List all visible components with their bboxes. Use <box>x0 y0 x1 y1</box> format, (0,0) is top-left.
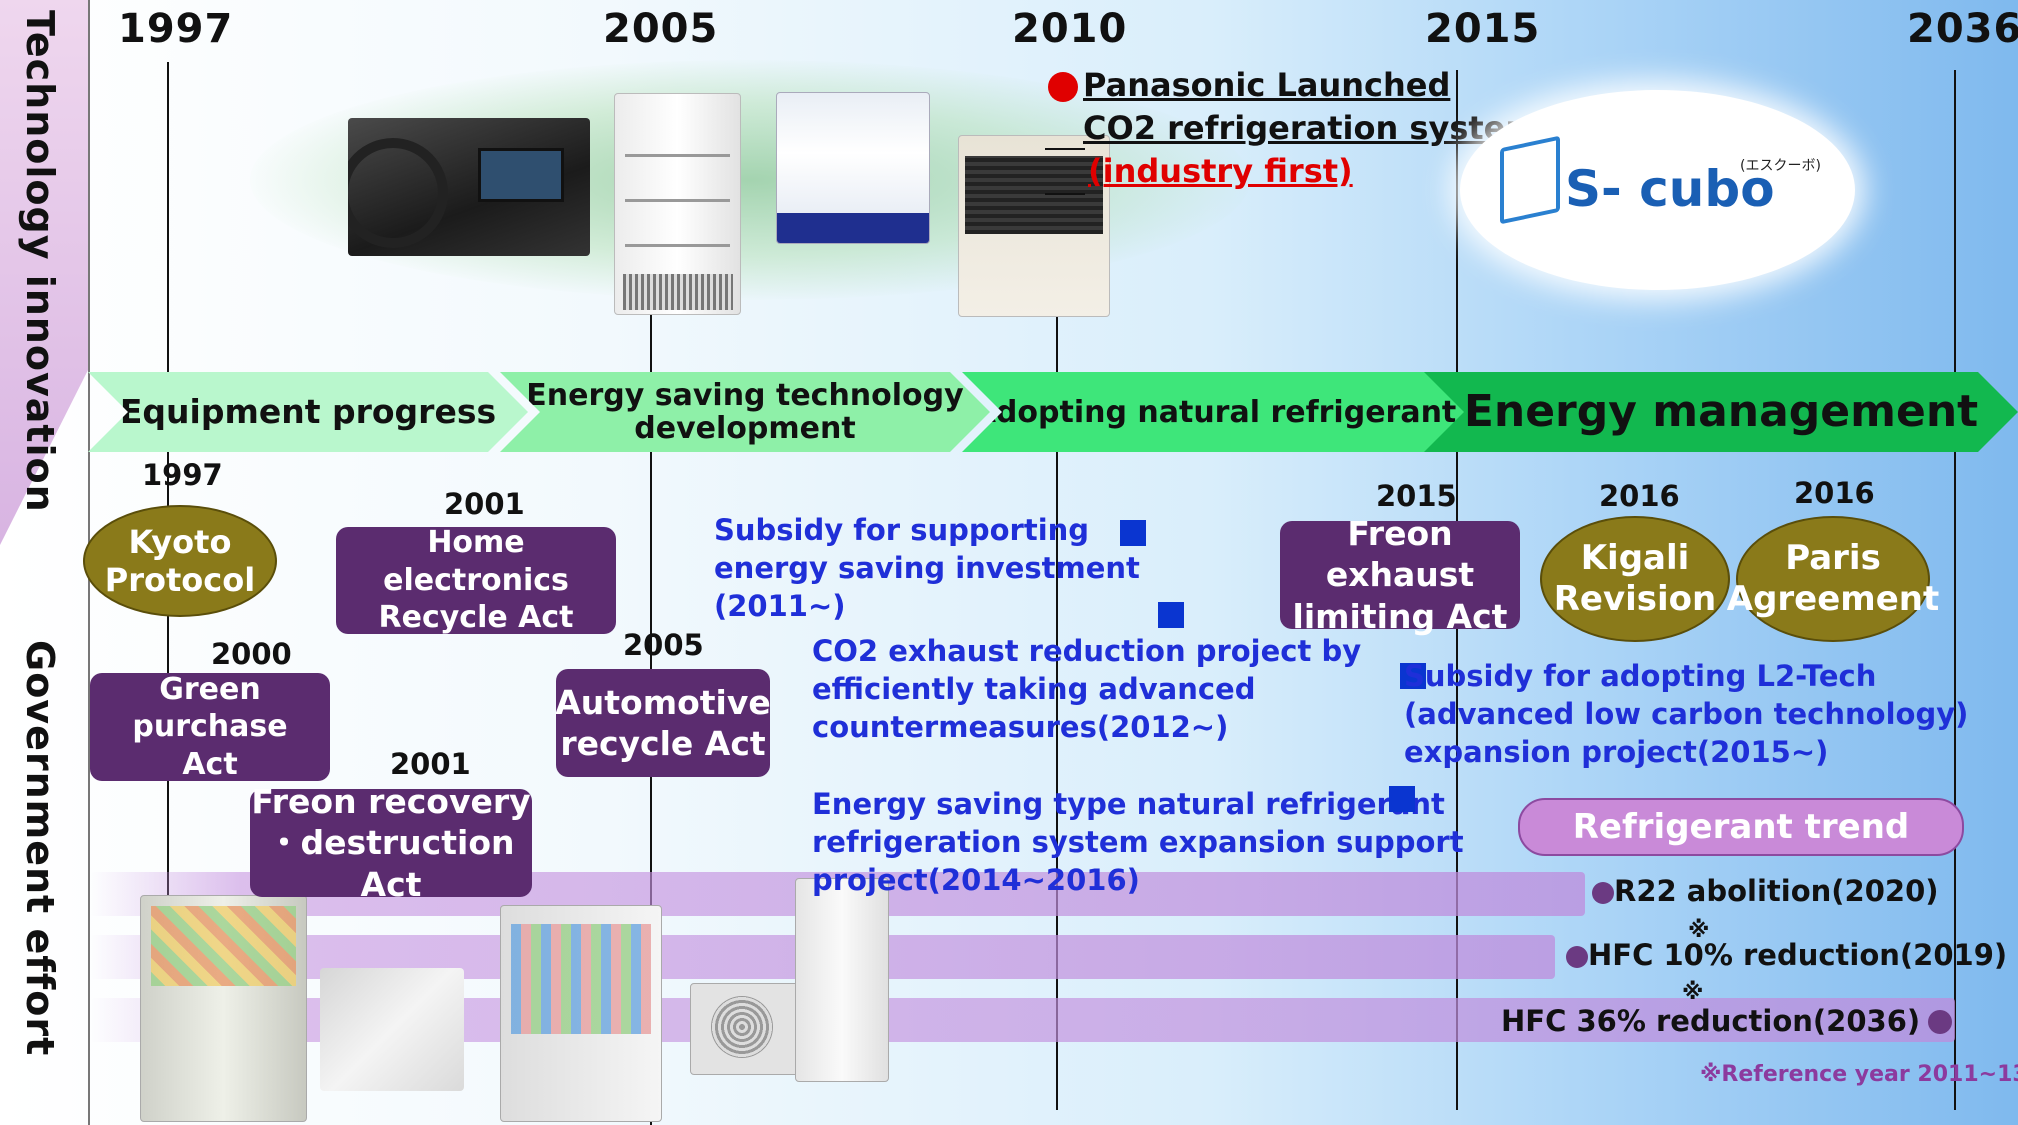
technology-innovation-label: Technology innovation <box>18 10 62 513</box>
year-2010: 2010 <box>1012 6 1128 52</box>
bullet-icon <box>1592 882 1614 904</box>
vending-machine-image <box>500 905 662 1122</box>
s-cubo-logo: S- cubo <box>1565 160 1775 218</box>
fridge-shelf <box>151 906 296 986</box>
kyoto-protocol-oval: Kyoto Protocol <box>83 505 277 617</box>
trend-hfc10-text: HFC 10% reduction(2019) <box>1588 938 2008 972</box>
subsidy-l2-tech: Subsidy for adopting L2-Tech (advanced l… <box>1404 659 1969 769</box>
refrigerant-trend-pill: Refrigerant trend <box>1518 798 1964 856</box>
water-heater-image <box>795 878 889 1082</box>
green-purchase-year: 2000 <box>211 637 292 671</box>
steering-wheel <box>348 138 448 248</box>
cube-logo-icon <box>1500 135 1560 225</box>
government-effort-label: Government effort <box>18 640 62 1057</box>
freon-recovery-destruction-act: Freon recovery ・destruction Act <box>250 782 532 904</box>
car-dashboard-image <box>348 118 590 256</box>
trend-r22: R22 abolition(2020) <box>1592 874 1939 908</box>
reference-note: ※Reference year 2011~13 <box>1700 1062 2018 1087</box>
subsidy-marker-icon <box>1389 786 1415 812</box>
dashboard-screen <box>478 148 564 202</box>
phase-energy-saving: Energy saving technology development <box>500 372 990 452</box>
shelf <box>625 244 730 247</box>
phase-natural-refrigerant: Adopting natural refrigerant <box>962 372 1467 452</box>
panasonic-line2: CO2 refrigeration system <box>1083 109 1539 147</box>
subsidy-energy-saving: Subsidy for supporting energy saving inv… <box>714 513 1140 623</box>
panasonic-line3: (industry first) <box>1088 152 1353 190</box>
phase-equipment-progress: Equipment progress <box>88 372 528 452</box>
phase-label: Equipment progress <box>119 391 497 431</box>
subsidy-co2-exhaust: CO2 exhaust reduction project by efficie… <box>812 634 1362 744</box>
freon-recovery-year: 2001 <box>390 747 471 781</box>
refrigerant-trend-title: Refrigerant trend <box>1572 807 1910 847</box>
trend-r22-text: R22 abolition(2020) <box>1614 874 1939 908</box>
freon-exhaust-limiting-act: Freon exhaust limiting Act <box>1280 514 1520 636</box>
leader-line <box>1045 193 1085 195</box>
shelf <box>625 154 730 157</box>
timeline-line-2036 <box>1954 70 1956 1110</box>
year-2005: 2005 <box>603 6 719 52</box>
reference-mark: ※ <box>1682 980 1704 1005</box>
phase-label: Energy management <box>1463 385 1979 437</box>
cloud-icon <box>1460 90 1855 290</box>
subsidy-marker-icon <box>1400 663 1426 689</box>
timeline-line-2010 <box>1056 300 1058 1110</box>
bullet-icon <box>1566 946 1588 968</box>
reference-mark: ※ <box>1688 918 1710 943</box>
unit-grille <box>965 156 1103 234</box>
freon-exhaust-year: 2015 <box>1376 479 1457 513</box>
paris-agreement-oval: Paris Agreement <box>1727 516 1939 642</box>
heat-pump-image <box>690 983 802 1075</box>
showcase-image <box>614 93 741 315</box>
phase-label-line2: development <box>634 411 856 446</box>
s-cubo-subtitle: (エスクーボ) <box>1740 158 1821 174</box>
shelf <box>625 199 730 202</box>
year-1997: 1997 <box>118 6 234 52</box>
automotive-year: 2005 <box>623 628 704 662</box>
fan-icon <box>711 996 773 1058</box>
insulation-board-image <box>320 968 464 1091</box>
home-electronics-recycle-act: Home electronics Recycle Act <box>336 525 616 635</box>
panasonic-line1: Panasonic Launched <box>1083 66 1451 104</box>
paris-year: 2016 <box>1794 476 1875 510</box>
kyoto-year: 1997 <box>142 458 223 492</box>
open-display-case-image <box>776 92 930 244</box>
phase-label-line1: Energy saving technology <box>526 378 964 413</box>
trend-hfc36-text: HFC 36% reduction(2036) <box>1501 1004 1921 1038</box>
automotive-recycle-act: Automotive recycle Act <box>555 669 771 777</box>
year-2015: 2015 <box>1425 6 1541 52</box>
leader-line <box>1045 148 1085 150</box>
home-electronics-year: 2001 <box>444 487 525 521</box>
phase-label: Adopting natural refrigerant <box>972 394 1457 430</box>
year-2036: 2036 <box>1907 6 2018 52</box>
subsidy-natural-refrigerant: Energy saving type natural refrigerant r… <box>812 787 1464 897</box>
case-base <box>777 213 929 243</box>
subsidy-marker-icon <box>1158 602 1184 628</box>
bullet-icon <box>1928 1010 1952 1034</box>
trend-hfc36: HFC 36% reduction(2036) <box>1501 1004 1920 1038</box>
phase-energy-management: Energy management <box>1424 372 2018 452</box>
kigali-revision-oval: Kigali Revision <box>1540 516 1730 642</box>
subsidy-marker-icon <box>1120 520 1146 546</box>
trend-hfc10: HFC 10% reduction(2019) <box>1566 938 2007 972</box>
kigali-year: 2016 <box>1599 479 1680 513</box>
green-purchase-act: Green purchase Act <box>90 672 330 782</box>
co2-unit-image <box>958 135 1110 317</box>
vending-display <box>511 924 651 1034</box>
fridge-image <box>140 895 307 1122</box>
vent <box>623 274 733 310</box>
red-bullet-icon <box>1048 72 1078 102</box>
